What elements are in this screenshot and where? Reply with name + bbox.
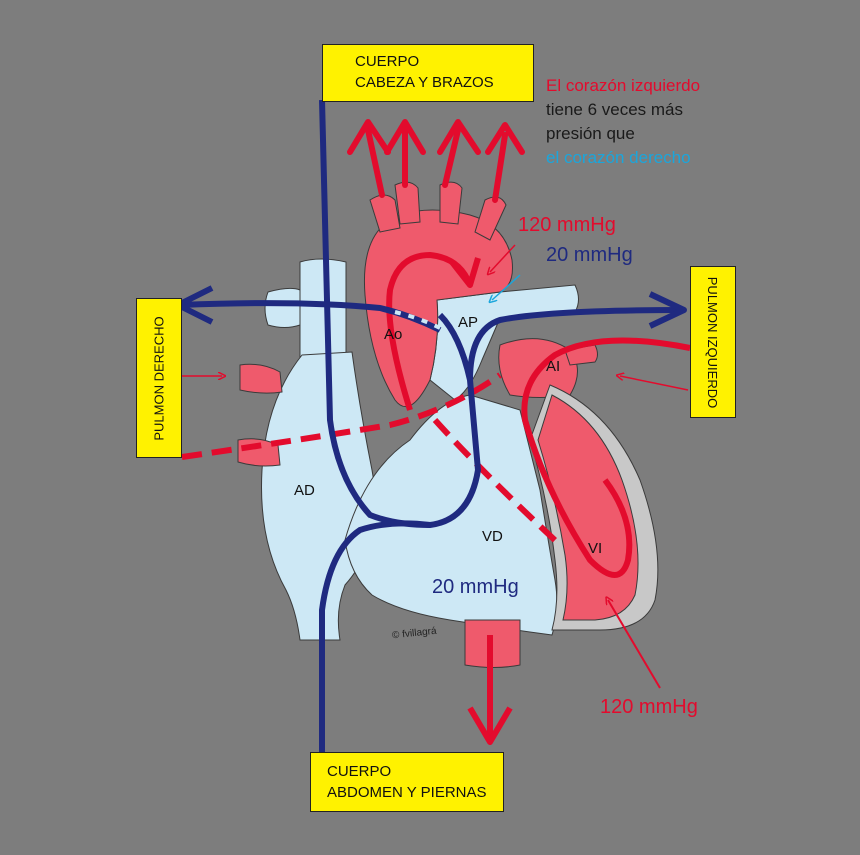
- chamber-ap: AP: [458, 314, 479, 331]
- left-lung-label: PULMON IZQUIERDO: [690, 266, 736, 418]
- septal-flow: [432, 417, 563, 548]
- systemic-upper-arrows: [347, 119, 525, 203]
- right-pulmonary-branch: [264, 287, 301, 328]
- pointer-aorta: [490, 244, 516, 272]
- note-line1: El corazón izquierdo: [546, 76, 701, 95]
- right-lung-label: PULMON DERECHO: [136, 298, 182, 458]
- lower-body-line1: CUERPO: [327, 763, 392, 780]
- upper-body-line1: CUERPO: [355, 53, 420, 70]
- left-heart-flow: [521, 337, 691, 578]
- right-pulmonary-veins: [237, 363, 283, 467]
- pointer-pa: [492, 274, 521, 300]
- superior-vena-cava: [299, 258, 347, 361]
- pointer-right-lung: [620, 376, 689, 391]
- pa-pressure: 20 mmHg: [546, 244, 633, 266]
- pulmonary-vein-flow: [181, 372, 502, 460]
- pulmonary-flow-left: [467, 307, 681, 381]
- lower-body-box: CUERPO ABDOMEN Y PIERNAS: [310, 752, 504, 812]
- note-line2: tiene 6 veces más: [546, 100, 684, 119]
- left-ventricle: [537, 394, 639, 621]
- pressure-note: El corazón izquierdo tiene 6 veces más p…: [546, 74, 700, 170]
- aorta-pressure: 120 mmHg: [518, 214, 616, 236]
- pulmonary-flow-right: [179, 300, 442, 333]
- head-vessels: [369, 181, 507, 241]
- chamber-ad: AD: [294, 482, 315, 499]
- lower-body-line2: ABDOMEN Y PIERNAS: [327, 784, 487, 801]
- note-line4: el corazón derecho: [546, 148, 691, 167]
- chamber-ai: AI: [546, 358, 561, 375]
- upper-body-box: CUERPO CABEZA Y BRAZOS: [322, 44, 534, 102]
- note-line3: presión que: [546, 124, 635, 143]
- upper-body-line2: CABEZA Y BRAZOS: [355, 74, 494, 91]
- pointer-lv: [608, 600, 661, 689]
- right-lung-text: PULMON DERECHO: [151, 315, 167, 441]
- chamber-ao: Ao: [384, 326, 403, 343]
- aorta-flow: [386, 251, 473, 411]
- pulmonary-flow-right-dash: [394, 310, 441, 330]
- rv-pressure: 20 mmHg: [432, 576, 519, 598]
- chamber-vi: VI: [588, 540, 603, 557]
- left-lung-text: PULMON IZQUIERDO: [705, 276, 721, 408]
- venous-return-lower: [319, 520, 431, 752]
- chamber-vd: VD: [482, 528, 503, 545]
- lv-pressure: 120 mmHg: [600, 696, 698, 718]
- systemic-lower-arrow: [467, 635, 513, 745]
